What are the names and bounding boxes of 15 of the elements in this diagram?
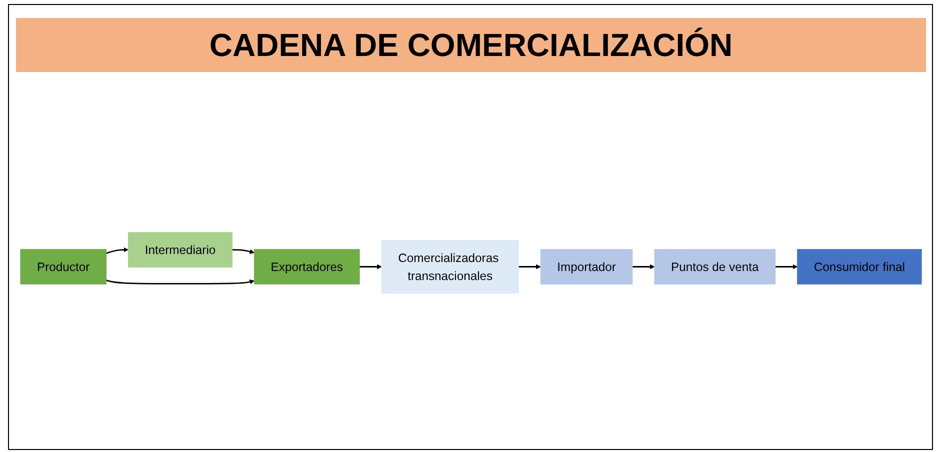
node-box: Consumidor final [797,248,922,284]
arrow [518,264,541,269]
node-box: Productor [20,248,106,284]
arrow [360,264,382,269]
arrow [106,279,254,284]
arrow [632,264,655,269]
title-banner: CADENA DE COMERCIALIZACIÓN [16,18,926,72]
node-box: Exportadores [254,248,360,284]
arrow [775,264,798,269]
arrow [106,247,128,254]
node-box: Comercializadoras transnacionales [381,240,519,294]
node-box: Importador [540,248,633,284]
arrow [232,248,254,254]
node-box: Puntos de venta [654,248,776,284]
node-box: Intermediario [128,232,232,268]
